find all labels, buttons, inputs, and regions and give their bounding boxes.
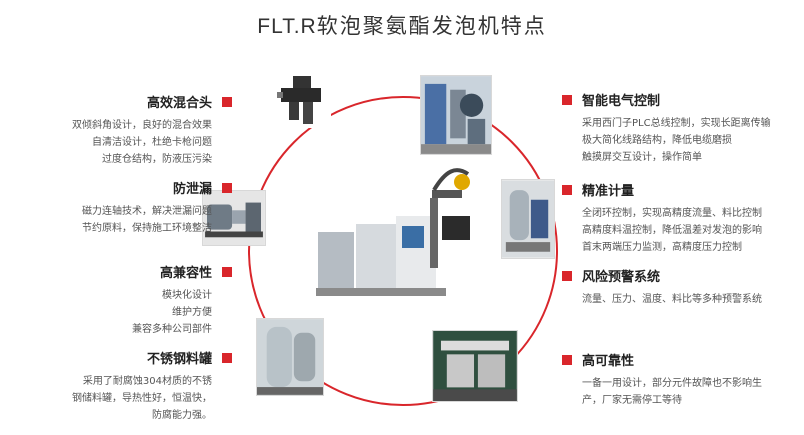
feature-description: 采用西门子PLC总线控制，实现长距离传输 极大简化线路结构，降低电缆磨损 触摸屏… <box>582 118 771 163</box>
feature-compatibility: 高兼容性 模块化设计 维护方便 兼容多种公司部件 <box>10 262 232 338</box>
feature-description: 磁力连轴技术，解决泄漏问题 节约原料，保持施工环境整洁 <box>82 206 212 234</box>
mixing-head-photo <box>271 72 331 128</box>
feature-description: 一备一用设计，部分元件故障也不影响生 产，厂家无需停工等待 <box>582 378 762 406</box>
title-latin: FLT.R <box>257 15 317 38</box>
magnetic-coupling-photo <box>202 190 266 246</box>
page-title: FLT.R软泡聚氨酯发泡机特点 <box>0 10 804 40</box>
feature-stainless-tank: 不锈钢料罐 采用了耐腐蚀304材质的不锈 钢储料罐，导热性好，恒温快， 防腐能力… <box>10 348 232 424</box>
red-square-marker <box>562 184 572 195</box>
red-square-marker <box>222 96 232 107</box>
red-square-marker <box>222 266 232 277</box>
feature-description: 模块化设计 维护方便 兼容多种公司部件 <box>132 290 212 335</box>
feature-description: 采用了耐腐蚀304材质的不锈 钢储料罐，导热性好，恒温快， 防腐能力强。 <box>72 376 212 421</box>
feature-description: 双倾斜角设计，良好的混合效果 自清洁设计，杜绝卡枪问题 过度仓结构，防液压污染 <box>72 120 212 165</box>
feature-risk-warning: 风险预警系统 流量、压力、温度、料比等多种预警系统 <box>562 266 798 308</box>
feature-name: 风险预警系统 <box>582 270 661 285</box>
feature-name: 智能电气控制 <box>582 94 661 109</box>
red-square-marker <box>222 352 232 363</box>
foaming-machine-photo <box>306 160 500 310</box>
red-square-marker <box>562 354 572 365</box>
feature-name: 精准计量 <box>582 184 635 199</box>
feature-high-reliability: 高可靠性 一备一用设计，部分元件故障也不影响生 产，厂家无需停工等待 <box>562 350 798 409</box>
feature-name: 不锈钢料罐 <box>146 352 212 367</box>
electrical-control-photo <box>420 75 492 155</box>
feature-mixing-head: 高效混合头 双倾斜角设计，良好的混合效果 自清洁设计，杜绝卡枪问题 过度仓结构，… <box>10 92 232 168</box>
reliability-photo <box>432 330 518 402</box>
feature-electrical-control: 智能电气控制 采用西门子PLC总线控制，实现长距离传输 极大简化线路结构，降低电… <box>562 90 798 166</box>
metering-photo <box>501 179 555 259</box>
feature-description: 全闭环控制，实现高精度流量、料比控制 高精度料温控制，降低温差对发泡的影响 首末… <box>582 208 762 253</box>
red-square-marker <box>222 182 232 193</box>
feature-name: 高可靠性 <box>582 354 635 369</box>
feature-description: 流量、压力、温度、料比等多种预警系统 <box>582 294 762 305</box>
feature-ring <box>248 96 558 406</box>
feature-name: 高效混合头 <box>146 96 212 111</box>
feature-name: 高兼容性 <box>159 266 212 281</box>
red-square-marker <box>562 270 572 281</box>
feature-precise-metering: 精准计量 全闭环控制，实现高精度流量、料比控制 高精度料温控制，降低温差对发泡的… <box>562 180 798 256</box>
stainless-tank-photo <box>256 318 324 396</box>
feature-name: 防泄漏 <box>172 182 212 197</box>
red-square-marker <box>562 94 572 105</box>
feature-leak-proof: 防泄漏 磁力连轴技术，解决泄漏问题 节约原料，保持施工环境整洁 <box>10 178 232 237</box>
title-chinese: 软泡聚氨酯发泡机特点 <box>316 14 547 38</box>
